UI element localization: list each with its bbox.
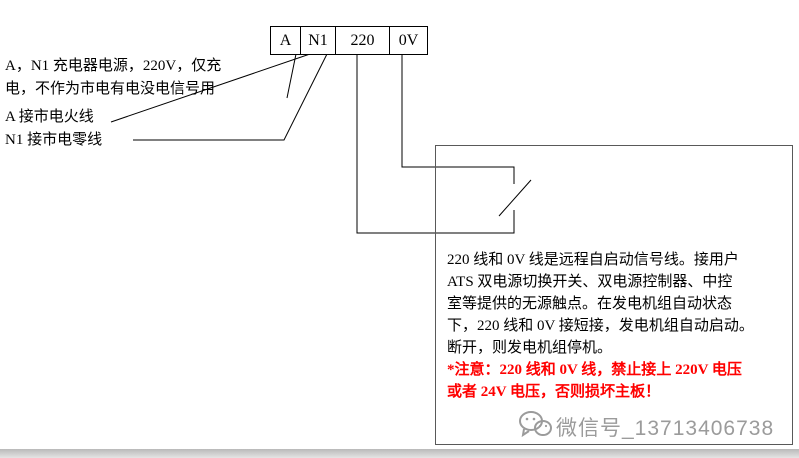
terminal-strip: A N1 220 0V — [270, 26, 428, 55]
watermark: 微信号_13713406738 — [518, 410, 774, 444]
wechat-icon — [518, 410, 552, 444]
charger-note: A，N1 充电器电源，220V，仅充 电，不作为市电有电没电信号用 — [5, 55, 221, 101]
annotation-line-live — [110, 53, 311, 123]
info-line: 220 线和 0V 线是远程自启动信号线。接用户 — [447, 252, 739, 268]
terminal-cell-a: A — [270, 26, 301, 55]
watermark-text: 微信号_13713406738 — [556, 417, 775, 440]
bottom-edge-bar — [0, 449, 799, 458]
terminal-cell-n1: N1 — [300, 26, 336, 55]
info-box: 220 线和 0V 线是远程自启动信号线。接用户 ATS 双电源切换开关、双电源… — [435, 145, 793, 445]
annotation-line-charger — [286, 53, 297, 99]
info-line: ATS 双电源切换开关、双电源控制器、中控 — [447, 274, 733, 290]
warning-line: 或者 24V 电压，否则损坏主板！ — [447, 384, 661, 400]
live-wire-note: A 接市电火线 — [5, 109, 94, 125]
charger-note-line2: 电，不作为市电有电没电信号用 — [5, 81, 216, 97]
warning-line: *注意：220 线和 0V 线，禁止接上 220V 电压 — [447, 362, 742, 378]
wire-0v — [401, 53, 515, 184]
terminal-cell-0v: 0V — [389, 26, 428, 55]
info-line: 断开，则发电机组停机。 — [447, 340, 613, 356]
info-box-text: 220 线和 0V 线是远程自启动信号线。接用户 ATS 双电源切换开关、双电源… — [447, 249, 785, 403]
info-line: 室等提供的无源触点。在发电机组自动状态 — [447, 296, 733, 312]
annotation-line-neutral — [133, 53, 328, 141]
charger-note-line1: A，N1 充电器电源，220V，仅充 — [5, 58, 222, 74]
neutral-wire-note: N1 接市电零线 — [5, 132, 103, 148]
terminal-cell-220: 220 — [335, 26, 390, 55]
info-line: 下，220 线和 0V 接短接，发电机组自动启动。 — [447, 318, 754, 334]
switch-blade — [498, 179, 532, 217]
